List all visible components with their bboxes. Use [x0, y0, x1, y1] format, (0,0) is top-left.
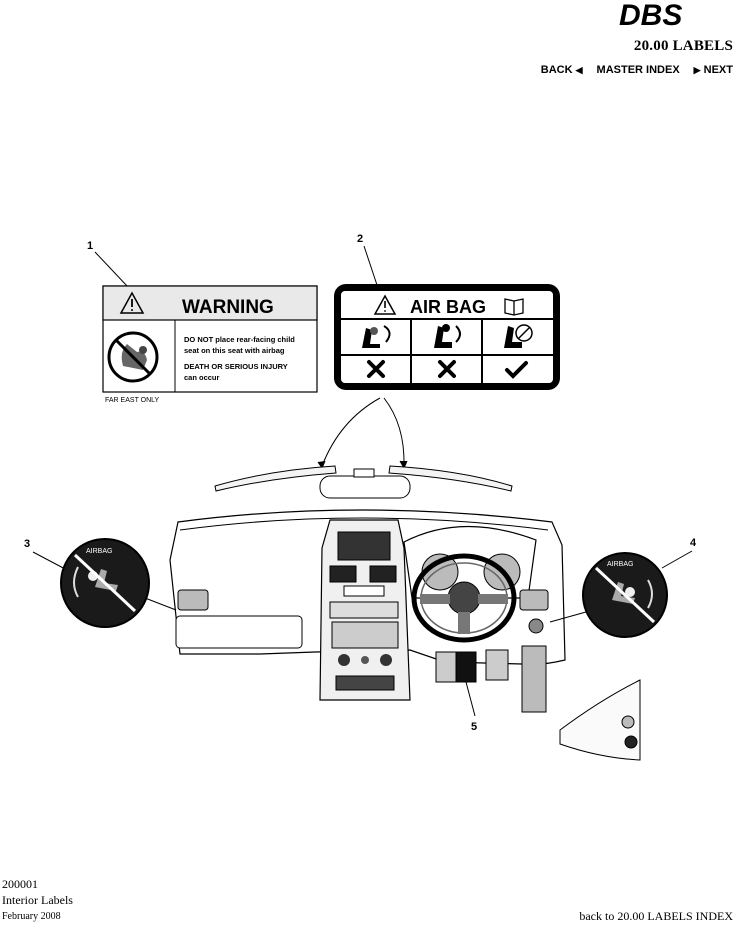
disc-right-text: AIRBAG [607, 561, 633, 568]
document-id: 200001 [2, 877, 38, 891]
seat-adult-icon [434, 324, 461, 348]
clutch-pedal-pad [455, 651, 477, 683]
no-child-seat-icon [107, 331, 159, 383]
steering-hub [447, 581, 481, 615]
far-east-note: FAR EAST ONLY [105, 397, 160, 404]
master-index-link[interactable]: MASTER INDEX [596, 64, 680, 76]
left-sun-visor [214, 465, 337, 492]
dbs-logo: DBS [619, 0, 682, 30]
rear-view-mirror [319, 475, 411, 499]
right-sun-visor [388, 465, 513, 492]
warning-line-2: seat on this seat with airbag [184, 346, 285, 355]
seat-child-facing-airbag-icon [362, 325, 391, 348]
airbag-disc-left: AIRBAG [60, 538, 150, 628]
callout-4: 4 [690, 537, 697, 549]
arrow-to-left-visor [321, 397, 381, 467]
a-pillar-detail [559, 679, 641, 761]
document-title: Interior Labels [2, 893, 73, 907]
brake-pedal [485, 649, 509, 681]
triangle-left-icon: ◀ [575, 65, 583, 75]
back-label: BACK [540, 64, 573, 76]
warning-line-1: DO NOT place rear-facing child [184, 335, 295, 344]
warning-label: WARNING DO NOT place rear-facing child s… [102, 285, 318, 393]
airbag-warning-triangle-icon [373, 294, 397, 315]
centre-screen [337, 531, 391, 561]
cross-icon [367, 360, 385, 378]
check-icon [505, 361, 528, 379]
leader-1 [94, 251, 129, 288]
left-vent [177, 589, 209, 611]
disc-left-text: AIRBAG [86, 548, 112, 555]
leader-3 [32, 551, 68, 571]
airbag-title: AIR BAG [410, 297, 486, 317]
next-link[interactable]: ▶ NEXT [694, 64, 733, 76]
leader-4-target [549, 611, 587, 623]
next-label: NEXT [703, 64, 733, 76]
nav-bar: BACK ◀ MASTER INDEX ▶ NEXT [541, 64, 733, 76]
callout-2: 2 [357, 233, 363, 245]
centre-vent-left [329, 565, 357, 583]
leader-5 [465, 681, 476, 717]
dashboard-illustration [169, 465, 641, 761]
seat-airbag-off-icon [504, 324, 533, 348]
section-title: 20.00 LABELS [633, 38, 733, 54]
document-date: February 2008 [2, 911, 61, 922]
leader-3-target [144, 597, 177, 611]
back-link[interactable]: BACK ◀ [541, 64, 583, 76]
callout-5: 5 [471, 721, 477, 733]
dbs-logo-text: DBS [619, 0, 682, 30]
callout-1: 1 [87, 240, 93, 252]
right-side-switch [528, 618, 544, 634]
left-foot-rest [435, 651, 457, 683]
arrow-to-right-visor [383, 397, 405, 467]
triangle-right-icon: ▶ [693, 65, 701, 75]
warning-title: WARNING [182, 297, 274, 318]
right-vent [519, 589, 549, 611]
leader-4 [661, 550, 693, 569]
warning-line-3: DEATH OR SERIOUS INJURY [184, 362, 288, 371]
warning-line-4: can occur [184, 373, 220, 382]
manual-book-icon [504, 298, 524, 316]
cross-icon [438, 360, 456, 378]
airbag-disc-right: AIRBAG [582, 552, 668, 638]
steering-wheel [411, 553, 517, 643]
warning-triangle-icon [119, 291, 145, 314]
airbag-label: AIR BAG [334, 284, 560, 390]
accelerator-pedal [521, 645, 547, 713]
centre-vent-right [369, 565, 397, 583]
glove-box [175, 615, 303, 649]
callout-3: 3 [24, 538, 30, 550]
leader-2 [363, 245, 378, 286]
back-to-index-link[interactable]: back to 20.00 LABELS INDEX [579, 909, 733, 923]
